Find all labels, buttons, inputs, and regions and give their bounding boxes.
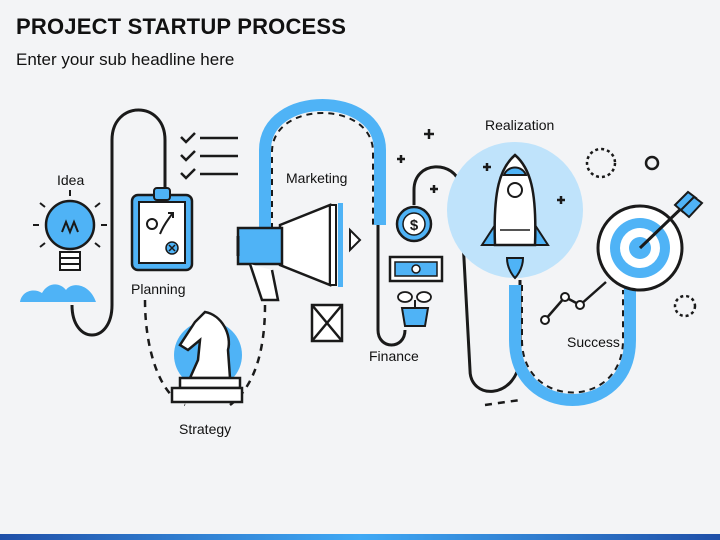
box-icon — [310, 303, 344, 343]
step-label-realization: Realization — [485, 117, 555, 133]
dashed-connector — [229, 304, 267, 406]
connector-line — [412, 165, 522, 393]
page-subtitle: Enter your sub headline here — [16, 50, 235, 69]
dotted-circle-icon — [673, 294, 697, 318]
checklist-icon — [180, 132, 238, 180]
step-label-success: Success — [567, 334, 620, 350]
banknote-icon — [388, 255, 444, 283]
step-label-finance: Finance — [369, 348, 419, 364]
marketing-arc-dash — [271, 112, 374, 240]
dashed-connector — [484, 398, 521, 407]
megaphone-icon — [236, 203, 362, 302]
trend-line-icon — [540, 281, 607, 325]
step-label-planning: Planning — [131, 281, 186, 297]
rocket-icon — [447, 142, 583, 280]
connector-line — [376, 225, 407, 347]
clipboard-icon — [130, 187, 194, 272]
dollar-symbol: $ — [410, 217, 419, 234]
small-ring-icon — [644, 155, 660, 171]
dotted-circle-icon — [585, 147, 617, 179]
coin-icon: $ — [395, 205, 433, 243]
success-curve — [509, 285, 636, 406]
marketing-arc — [259, 99, 386, 240]
plus-sign-icons — [397, 129, 565, 204]
connector-line — [70, 108, 167, 337]
success-curve-dash — [521, 285, 624, 394]
step-label-strategy: Strategy — [179, 421, 232, 437]
step-label-idea: Idea — [57, 172, 85, 188]
lightbulb-icon — [20, 190, 107, 302]
chess-knight-icon — [170, 310, 244, 404]
plant-icon — [397, 291, 432, 327]
target-icon — [596, 190, 704, 292]
step-label-marketing: Marketing — [286, 170, 348, 186]
page-title: PROJECT STARTUP PROCESS — [16, 14, 347, 39]
footer-accent-bar — [0, 534, 720, 540]
